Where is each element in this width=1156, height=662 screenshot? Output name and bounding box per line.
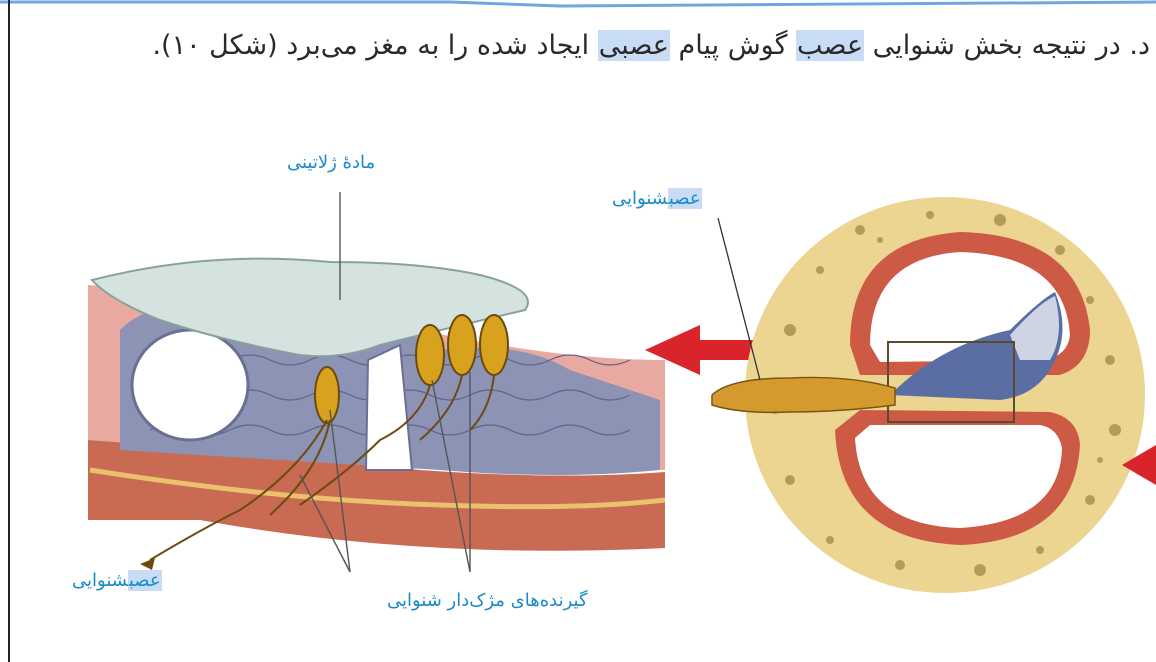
auditory-nerve-label-left: عصبشنوایی (72, 570, 162, 591)
hair-cell-receptors-label: گیرنده‌های مژک‌دار شنوایی (387, 590, 588, 611)
nerve-highlight-left: عصب (128, 570, 162, 591)
gelatinous-substance-label: مادهٔ ژلاتینی (287, 152, 375, 173)
cochlea-cross-section (712, 197, 1145, 593)
nerve-highlight-right: عصب (668, 188, 702, 209)
organ-of-corti-figure (88, 192, 665, 572)
nerve-rest-right: شنوایی (612, 188, 668, 209)
auditory-nerve-label-right: عصبشنوایی (612, 188, 702, 209)
nerve-rest-left: شنوایی (72, 570, 128, 591)
